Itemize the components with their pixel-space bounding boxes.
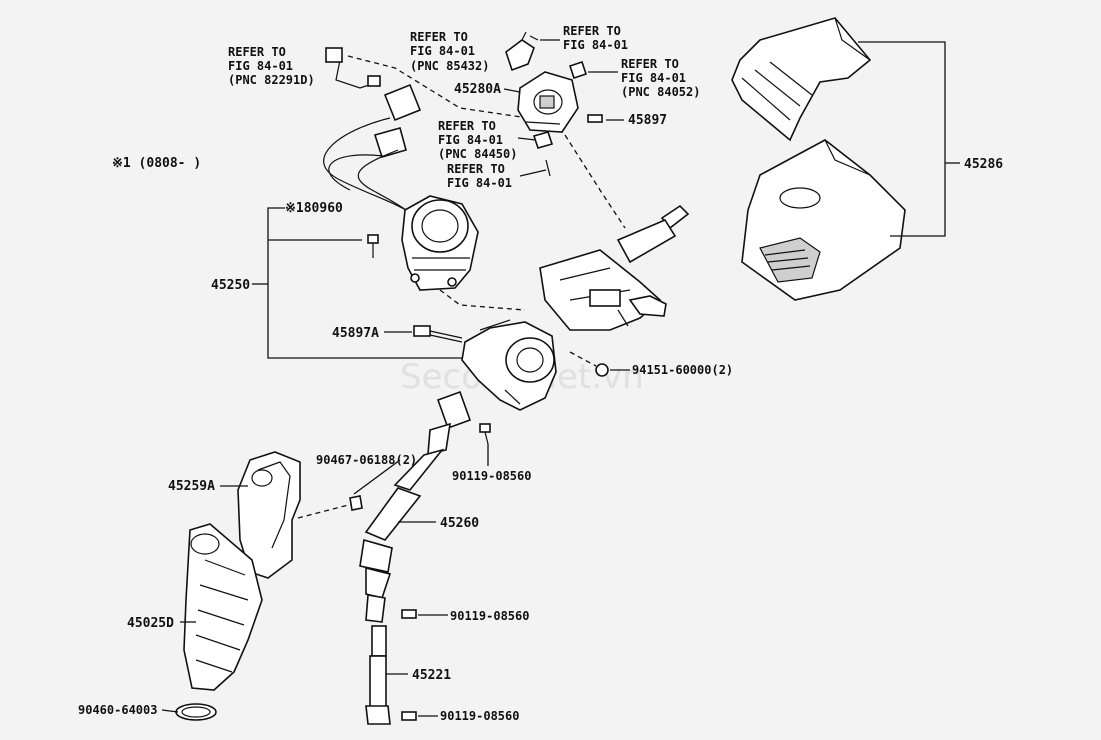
svg-text:FIG 84-01: FIG 84-01 bbox=[621, 71, 686, 85]
svg-text:FIG 84-01: FIG 84-01 bbox=[447, 176, 512, 190]
intermediate-shaft-drawing bbox=[359, 390, 472, 623]
part-90467: 90467-06188(2) bbox=[316, 453, 417, 467]
svg-text:FIG 84-01: FIG 84-01 bbox=[410, 44, 475, 58]
part-45025D: 45025D bbox=[127, 616, 174, 631]
ref-label-84052: REFER TO FIG 84-01 (PNC 84052) bbox=[621, 57, 700, 99]
svg-text:FIG 84-01: FIG 84-01 bbox=[563, 38, 628, 52]
lock-assembly-drawing bbox=[517, 71, 579, 133]
part-45280A: 45280A bbox=[454, 82, 501, 97]
part-90119-c: 90119-08560 bbox=[440, 709, 519, 723]
svg-text:(PNC 84450): (PNC 84450) bbox=[438, 147, 517, 161]
svg-text:(PNC 85432): (PNC 85432) bbox=[410, 59, 489, 73]
wire-harness-drawing bbox=[323, 47, 422, 221]
lower-shaft-drawing bbox=[365, 625, 391, 725]
lower-column-cover-drawing bbox=[741, 139, 906, 301]
part-45897: 45897 bbox=[628, 113, 667, 128]
part-180960: ※180960 bbox=[285, 201, 343, 216]
svg-text:REFER TO: REFER TO bbox=[228, 45, 286, 59]
bracket-45250 bbox=[267, 207, 470, 359]
part-94151: 94151-60000(2) bbox=[632, 363, 733, 377]
steering-column-drawing bbox=[461, 204, 690, 411]
svg-text:FIG 84-01: FIG 84-01 bbox=[228, 59, 293, 73]
part-90119-a: 90119-08560 bbox=[452, 469, 531, 483]
hole-cover-drawing bbox=[237, 451, 301, 579]
part-45259A: 45259A bbox=[168, 479, 215, 494]
upper-column-cover-drawing bbox=[731, 17, 872, 142]
steering-boot-drawing bbox=[183, 523, 263, 691]
power-steering-motor-drawing bbox=[401, 195, 479, 291]
clip-90467-drawing bbox=[349, 495, 363, 511]
ref-label-84450: REFER TO FIG 84-01 (PNC 84450) bbox=[438, 119, 517, 161]
part-45260: 45260 bbox=[440, 516, 479, 531]
svg-text:REFER TO: REFER TO bbox=[410, 30, 468, 44]
switch-85432-drawing bbox=[505, 31, 535, 72]
part-45221: 45221 bbox=[412, 668, 451, 683]
svg-text:(PNC 82291D): (PNC 82291D) bbox=[228, 73, 315, 87]
svg-text:FIG 84-01: FIG 84-01 bbox=[438, 133, 503, 147]
bolt-45897A-drawing bbox=[413, 325, 463, 343]
svg-text:REFER TO: REFER TO bbox=[621, 57, 679, 71]
clip-84052-drawing bbox=[568, 60, 588, 80]
bolt-45897-drawing bbox=[587, 114, 603, 123]
ref-label-82291D: REFER TO FIG 84-01 (PNC 82291D) bbox=[228, 45, 315, 87]
svg-text:REFER TO: REFER TO bbox=[447, 162, 505, 176]
bracket-45286 bbox=[858, 41, 946, 237]
part-90119-b: 90119-08560 bbox=[450, 609, 529, 623]
svg-text:REFER TO: REFER TO bbox=[563, 24, 621, 38]
ref-label-lower: REFER TO FIG 84-01 bbox=[447, 162, 512, 190]
date-note: ※1 (0808- ) bbox=[112, 156, 201, 171]
bolt-90119-b-drawing bbox=[401, 609, 417, 619]
ref-label-top: REFER TO FIG 84-01 bbox=[563, 24, 628, 52]
part-45250: 45250 bbox=[211, 278, 250, 293]
bolt-90119-a-drawing bbox=[479, 423, 491, 445]
svg-text:REFER TO: REFER TO bbox=[438, 119, 496, 133]
nut-94151-drawing bbox=[595, 363, 609, 377]
bolt-180960-drawing bbox=[367, 234, 379, 258]
part-90460: 90460-64003 bbox=[78, 703, 157, 717]
svg-text:(PNC 84052): (PNC 84052) bbox=[621, 85, 700, 99]
ref-label-85432: REFER TO FIG 84-01 (PNC 85432) bbox=[410, 30, 489, 73]
part-84450-drawing bbox=[532, 131, 554, 149]
part-45286: 45286 bbox=[964, 157, 1003, 172]
part-45897A: 45897A bbox=[332, 326, 379, 341]
bolt-90119-c-drawing bbox=[401, 711, 417, 721]
